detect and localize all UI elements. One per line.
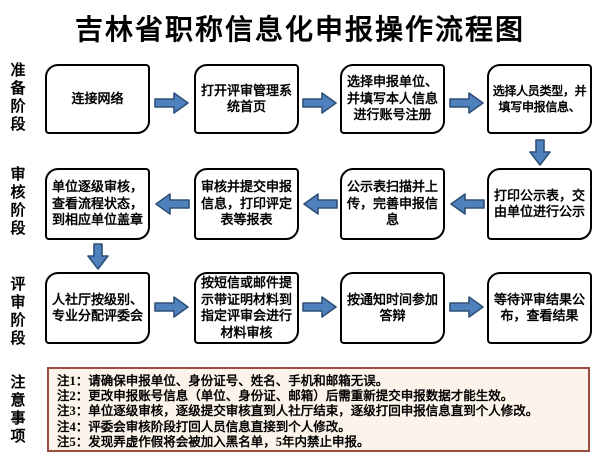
flow-step-register-account: 选择申报单位、并填写本人信息进行账号注册 <box>340 64 445 134</box>
flow-step-connect-network: 连接网络 <box>45 64 150 134</box>
notes-panel: 注1：请确保申报单位、身份证号、姓名、手机和邮箱无误。 注2：更改申报账号信息（… <box>47 367 590 452</box>
arrow-right-icon <box>302 91 338 115</box>
stage-label-evaluate: 评审阶段 <box>10 277 26 347</box>
flow-step-print-publicity: 打印公示表，交由单位进行公示 <box>487 168 592 240</box>
note-item: 注1：请确保申报单位、身份证号、姓名、手机和邮箱无误。 <box>57 374 389 388</box>
arrow-right-icon <box>154 91 190 115</box>
arrow-down-icon <box>528 139 552 166</box>
note-item: 注2：更改申报账号信息（单位、身份证、邮箱）后需重新提交申报数据才能生效。 <box>57 389 514 404</box>
note-item: 注3：单位逐级审核，逐级提交审核直到人社厅结束，逐级打回申报信息直到个人修改。 <box>57 404 539 419</box>
arrow-left-icon <box>302 192 338 216</box>
note-item: 注4：评委会审核阶段打回人员信息直接到个人修改。 <box>57 419 351 434</box>
note-item: 注5：发现弄虚作假将会被加入黑名单，5年内禁止申报。 <box>57 434 370 449</box>
flow-step-open-homepage: 打开评审管理系统首页 <box>194 64 299 134</box>
flow-step-unit-audit: 单位逐级审核，查看流程状态，到相应单位盖章 <box>45 168 150 240</box>
arrow-right-icon <box>449 91 485 115</box>
flow-step-material-review: 按短信或邮件提示带证明材料到指定评审会进行材料审核 <box>194 272 299 344</box>
flow-step-submit-print: 审核并提交申报信息，打印评定表等报表 <box>194 168 299 240</box>
arrow-left-icon <box>449 192 485 216</box>
flow-step-scan-upload: 公示表扫描并上传，完善申报信息 <box>340 168 445 240</box>
stage-label-notes: 注意事项 <box>10 375 26 445</box>
flow-step-wait-result: 等待评审结果公布，查看结果 <box>487 272 592 344</box>
page-title: 吉林省职称信息化申报操作流程图 <box>74 15 525 46</box>
flow-step-attend-defense: 按通知时间参加答辩 <box>340 272 445 344</box>
arrow-right-icon <box>154 295 190 319</box>
stage-label-review: 审核阶段 <box>10 167 26 237</box>
stage-label-prepare: 准备阶段 <box>10 63 26 133</box>
flow-step-select-type: 选择人员类型，并填写申报信息、 <box>487 64 592 134</box>
arrow-right-icon <box>449 295 485 319</box>
arrow-down-icon <box>86 243 110 270</box>
arrow-left-icon <box>154 192 190 216</box>
arrow-right-icon <box>302 295 338 319</box>
flow-step-assign-committee: 人社厅按级别、专业分配评委会 <box>45 272 150 344</box>
